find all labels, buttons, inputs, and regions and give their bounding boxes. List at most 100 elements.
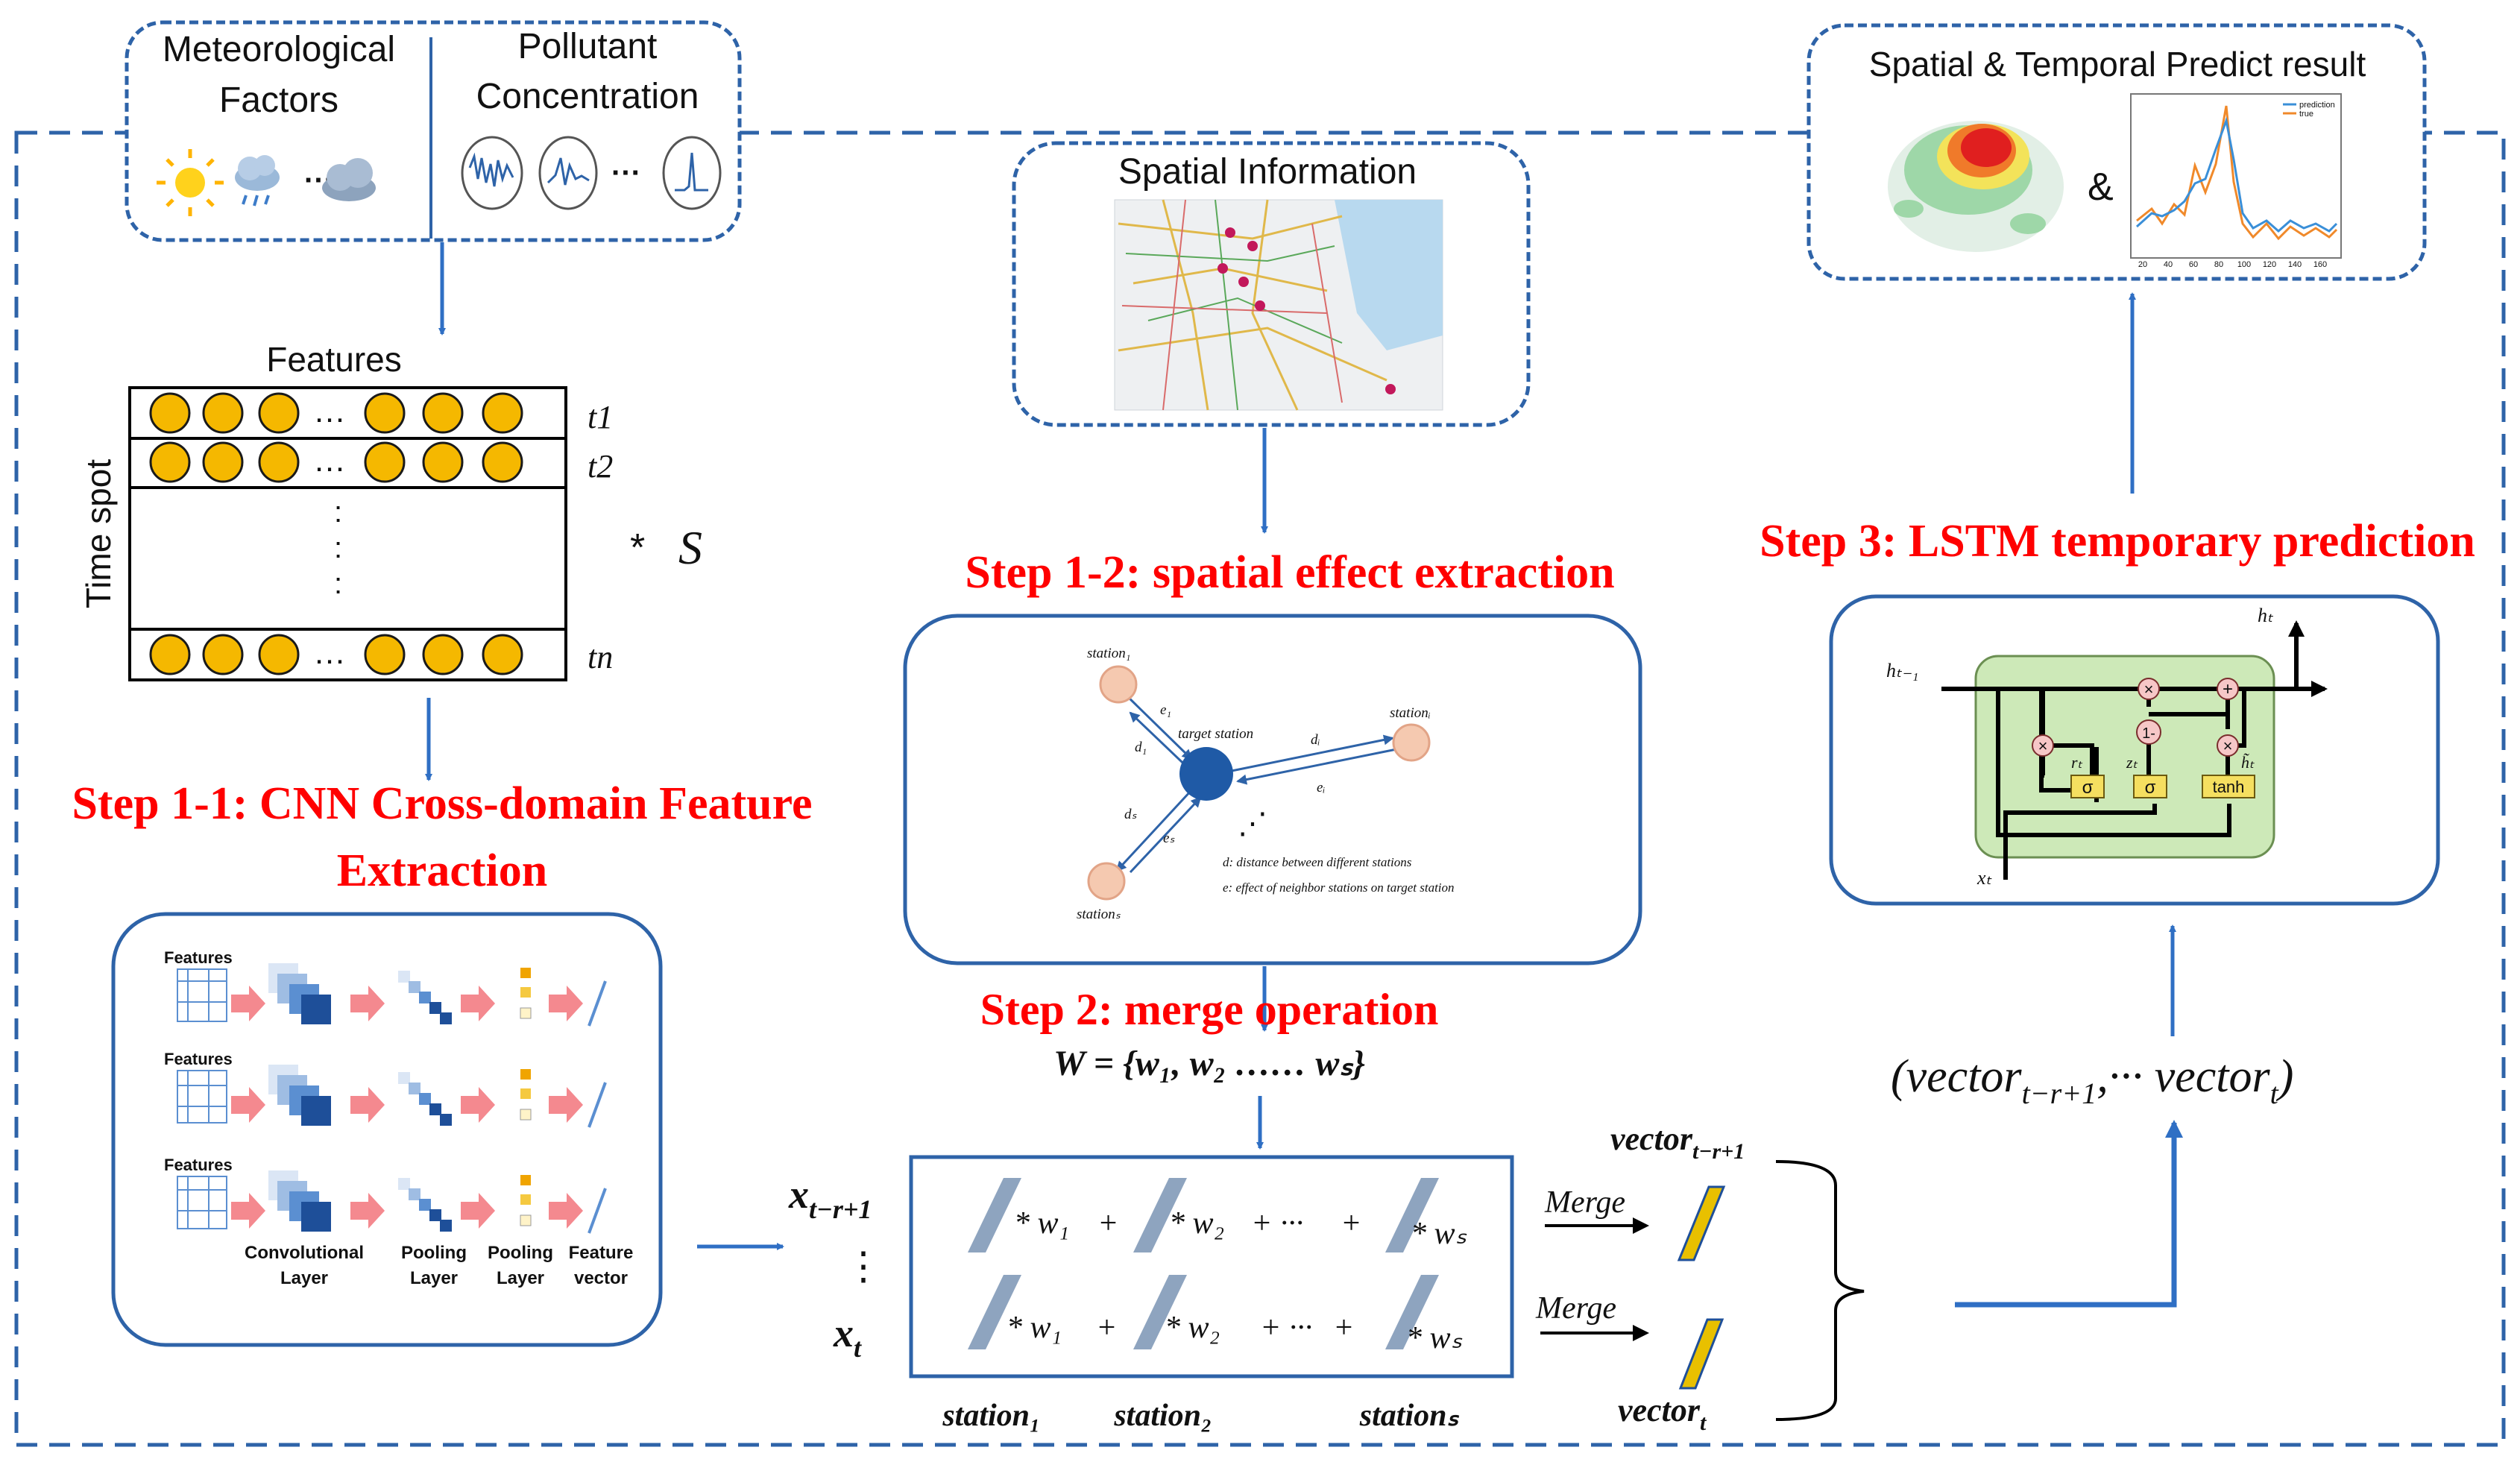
station1-node [1099, 665, 1138, 704]
input-ellipsis-2: ··· [611, 157, 641, 189]
plus-2-bottom: + [1333, 1311, 1354, 1345]
sigma-gate-r [2070, 775, 2105, 798]
features-title: Features [266, 340, 402, 379]
feature-row-n [149, 634, 523, 675]
cnn-row-1: Features [164, 948, 607, 1027]
stationi-label: stationᵢ [1390, 705, 1431, 721]
stations-label: stationₛ [1077, 907, 1121, 922]
cnn-features-label-3: Features [164, 1156, 233, 1174]
pool1-label-1: Pooling [401, 1243, 467, 1263]
lstm-cell [1974, 655, 2275, 859]
vector-top: vectort−r+1 [1610, 1121, 1745, 1164]
features-matrix: Features … … … : : : t1 t2 tn Time spot … [79, 340, 702, 681]
target-station-label: target station [1178, 726, 1253, 742]
station1-col-label: station₁ [942, 1399, 1040, 1433]
vector-top-bar [1677, 1185, 1726, 1261]
pollutant-label-2: Concentration [476, 77, 699, 116]
map-image [1114, 199, 1443, 411]
station1-label: station₁ [1087, 646, 1130, 661]
rown-ellipsis: … [313, 634, 346, 671]
x-bottom: xt [833, 1311, 862, 1363]
outer-frame [14, 130, 2506, 1447]
cnn-box: Features Features Features [111, 912, 663, 1347]
plus-1-top: + [1097, 1206, 1118, 1241]
sigma-z-label: σ [2145, 778, 2156, 798]
vector-bottom-bar [1678, 1318, 1724, 1390]
stations-col-label: stationₛ [1359, 1399, 1460, 1433]
spatial-graph-box: station₁ stationᵢ stationₛ target statio… [903, 614, 1642, 965]
vector-bottom: vectort [1618, 1392, 1707, 1435]
row1-ellipsis: … [313, 393, 346, 429]
meteo-label-2: Factors [219, 81, 338, 120]
d1-label: d₁ [1135, 740, 1147, 755]
row-label-t2: t2 [588, 448, 613, 485]
vector-sequence: (vectort−r+1,··· vectort) [1891, 1051, 2293, 1110]
pollutant-chart-icon-1 [461, 136, 523, 210]
cnn-features-label-1: Features [164, 948, 233, 967]
plus-op [2217, 678, 2239, 700]
mult-op-top [2138, 678, 2160, 700]
xtick-1: 40 [2164, 260, 2173, 269]
conv-layer-label-1: Convolutional [245, 1243, 364, 1263]
xtick-5: 120 [2263, 260, 2276, 269]
lstm-box: σ σ tanh × × 1- + × hₜ₋₁ hₜ xₜ rₜ zₜ h̃ₜ [1829, 594, 2440, 906]
w-formula: W = {w₁, w₂ …… wₛ} [1053, 1044, 1365, 1083]
mult-op-h [2217, 734, 2239, 757]
h-prev-label: hₜ₋₁ [1886, 660, 1918, 681]
sun-icon [157, 149, 224, 216]
result-title: Spatial & Temporal Predict result [1869, 45, 2366, 83]
prediction-series-line [2135, 116, 2338, 233]
x-inputs: xt−r+1 ⋮ xt [788, 1172, 883, 1363]
legend-e: e: effect of neighbor stations on target… [1223, 880, 1455, 895]
x-vdots: ⋮ [844, 1245, 883, 1288]
tanh-gate [2202, 775, 2255, 798]
row-label-t1: t1 [588, 399, 613, 435]
xtick-3: 80 [2214, 260, 2223, 269]
pollutant-label-1: Pollutant [518, 27, 658, 66]
xtick-7: 160 [2313, 260, 2327, 269]
stationi-node [1392, 723, 1431, 762]
term-ws-bottom: * wₛ [1406, 1321, 1463, 1355]
plus-label: + [2223, 679, 2233, 699]
times-symbol: * [630, 526, 645, 570]
vdot-2: : [334, 532, 342, 564]
legend-prediction: prediction [2299, 101, 2335, 110]
r-t-label: rₜ [2071, 753, 2083, 772]
term-w1-bottom: * w₁ [1007, 1311, 1062, 1345]
h-t-label: hₜ [2258, 605, 2274, 626]
step12-title: Step 1-2: spatial effect extraction [965, 547, 1614, 598]
step11-title-line2: Extraction [337, 845, 547, 896]
station2-col-label: station₂ [1113, 1399, 1212, 1433]
S-symbol: S [678, 521, 702, 574]
ei-label: eᵢ [1317, 780, 1325, 795]
row2-ellipsis: … [313, 442, 346, 479]
pollutant-chart-icon-3 [662, 136, 722, 210]
es-label: eₛ [1163, 831, 1175, 846]
mult-r-label: × [2038, 737, 2048, 755]
merge-box: * w₁ + * w₂ + ··· + * wₛ * w₁ + * w₂ + ·… [909, 1155, 1514, 1378]
cnn-features-label-2: Features [164, 1050, 233, 1068]
stations-node [1087, 862, 1126, 901]
xtick-0: 20 [2138, 260, 2147, 269]
pool2-label-1: Pooling [488, 1243, 553, 1263]
result-box: Spatial & Temporal Predict result & pred… [1806, 23, 2427, 281]
spatial-title: Spatial Information [1118, 152, 1417, 192]
fv-label-2: vector [574, 1268, 628, 1288]
cloud-icon [322, 158, 376, 201]
time-spot-label: Time spot [79, 459, 118, 608]
input-box: Meteorological Factors Pollutant Concent… [125, 20, 742, 242]
h-tilde-label: h̃ₜ [2241, 753, 2255, 772]
result-amp: & [2088, 166, 2114, 209]
term-w2-top: * w₂ [1169, 1206, 1224, 1241]
cnn-row-3: Features [164, 1156, 607, 1234]
pollutant-chart-icon-2 [538, 136, 598, 210]
term-w2-bottom: * w₂ [1165, 1311, 1220, 1345]
plus-1-bottom: + [1096, 1311, 1117, 1345]
true-series-line [2136, 105, 2338, 241]
arrow-merge-to-sequence [1955, 1120, 2183, 1308]
x-top: xt−r+1 [788, 1172, 872, 1224]
xtick-4: 100 [2237, 260, 2251, 269]
spatial-info-box: Spatial Information [1012, 141, 1531, 427]
term-ws-top: * wₛ [1411, 1217, 1467, 1251]
